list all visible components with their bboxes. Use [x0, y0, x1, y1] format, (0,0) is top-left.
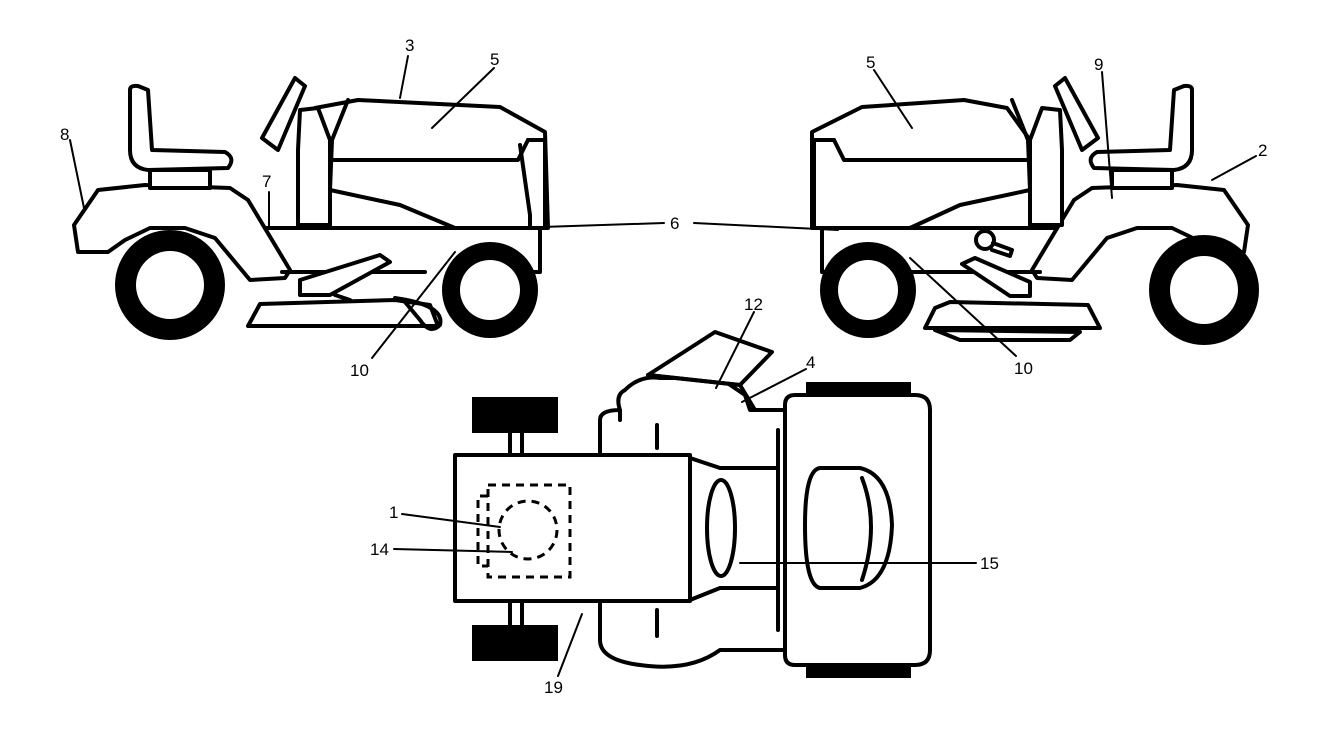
left-side-view-tractor — [72, 76, 550, 340]
leader-lines — [69, 55, 1257, 677]
right-seat — [1088, 83, 1194, 172]
top-air-filter — [497, 499, 559, 561]
callout-10-right: 10 — [1014, 359, 1033, 378]
top-left-rear-tire — [806, 382, 911, 396]
top-hood — [453, 453, 692, 603]
right-mower-deck — [923, 300, 1102, 330]
top-rear-body — [783, 393, 932, 667]
callout-8: 8 — [60, 125, 69, 144]
top-right-front-tire — [472, 625, 558, 661]
callout-15: 15 — [980, 554, 999, 573]
callout-4: 4 — [806, 353, 815, 372]
left-rear-fender — [72, 183, 292, 282]
callout-5-right: 5 — [866, 53, 875, 72]
callout-2: 2 — [1258, 141, 1267, 160]
top-seat — [803, 466, 894, 590]
left-seat — [128, 83, 234, 172]
callout-9: 9 — [1094, 55, 1103, 74]
callout-1: 1 — [389, 503, 398, 522]
callout-12: 12 — [744, 295, 763, 314]
left-dash — [296, 106, 332, 227]
top-steering-wheel — [705, 478, 737, 578]
callout-7: 7 — [262, 172, 271, 191]
left-seat-support — [148, 168, 212, 190]
right-key-switch — [974, 229, 996, 251]
top-right-rear-tire — [806, 664, 911, 678]
callout-6: 6 — [670, 214, 679, 233]
left-lift-lever — [298, 253, 392, 297]
top-view-tractor — [453, 330, 932, 678]
right-lift-lever — [960, 256, 1032, 298]
callout-10-left: 10 — [350, 361, 369, 380]
callout-19: 19 — [544, 678, 563, 697]
left-hood — [313, 98, 550, 230]
right-dash — [1028, 106, 1064, 227]
right-rear-fender — [1030, 183, 1250, 282]
callout-3: 3 — [405, 36, 414, 55]
right-steering-wheel — [1053, 76, 1100, 152]
right-side-view-tractor — [810, 76, 1259, 345]
callout-14: 14 — [370, 540, 389, 559]
callout-labels: 3 5 8 7 6 10 5 9 2 10 12 4 1 14 15 19 — [60, 36, 1267, 697]
right-hood — [810, 98, 1032, 230]
left-mower-deck — [246, 298, 440, 328]
top-engine-outline — [486, 483, 572, 579]
top-left-front-tire — [472, 397, 558, 433]
right-seat-support — [1110, 168, 1174, 190]
left-steering-wheel — [260, 76, 307, 152]
callout-5-left: 5 — [490, 50, 499, 69]
